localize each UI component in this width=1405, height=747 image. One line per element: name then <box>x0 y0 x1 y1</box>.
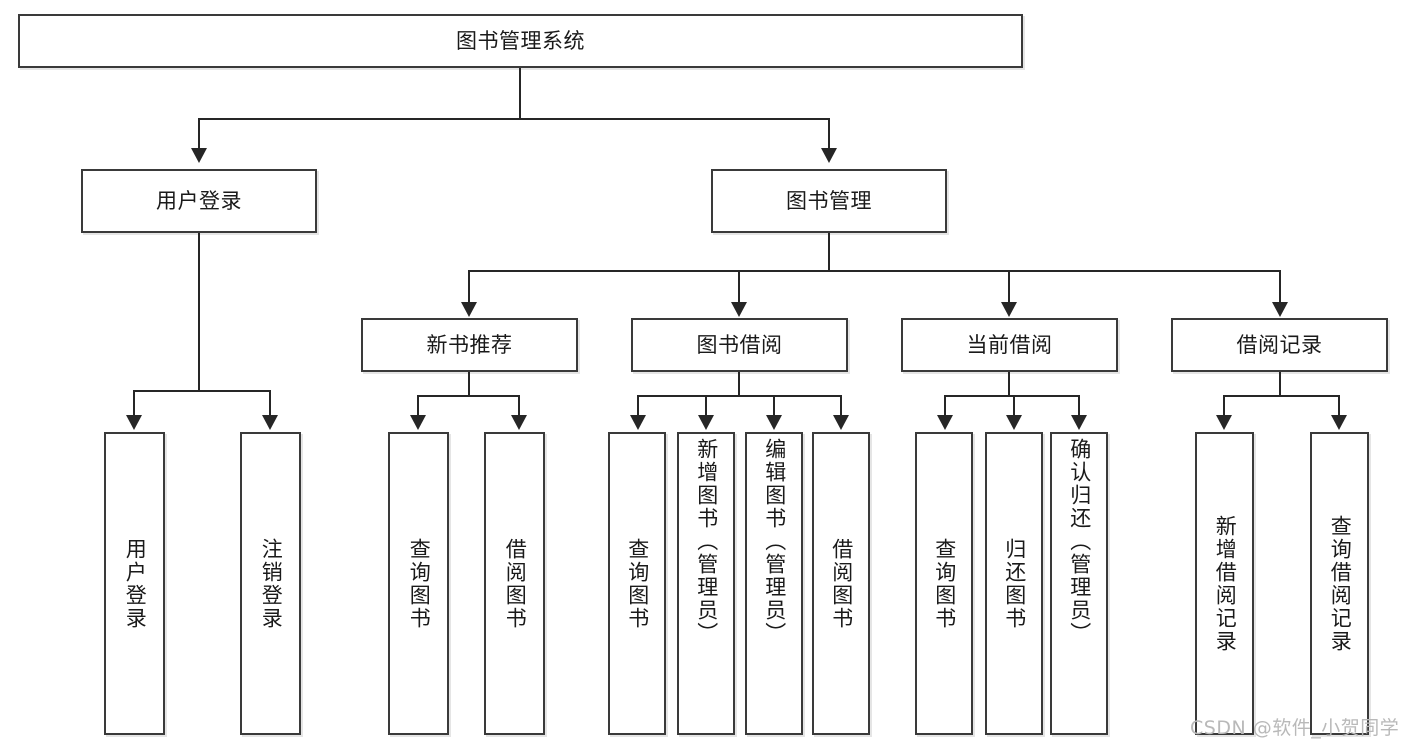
node-book-management[interactable]: 图书管理 <box>711 169 947 233</box>
connector-new-book-drop-1 <box>417 395 419 415</box>
leaf-label: 借阅图书 <box>829 537 854 630</box>
leaf-label: 借阅图书 <box>503 537 528 630</box>
leaf-label: 查询图书 <box>932 537 957 630</box>
node-user-login[interactable]: 用户登录 <box>81 169 317 233</box>
connector-current-borrow-stem <box>1008 372 1010 395</box>
node-label: 当前借阅 <box>966 332 1053 357</box>
connector-user-login-drop-2 <box>269 390 271 415</box>
connector-current-borrow-bus <box>944 395 1079 397</box>
leaf-label: 新增图书（管理员） <box>694 438 719 645</box>
connector-user-login-drop-1 <box>133 390 135 415</box>
node-borrow-record[interactable]: 借阅记录 <box>1171 318 1388 372</box>
leaf-logout[interactable]: 注销登录 <box>240 432 301 735</box>
connector-br-drop-2 <box>1338 395 1340 415</box>
connector-user-login-stem <box>198 233 200 390</box>
connector-to-book-borrow <box>738 270 740 302</box>
connector-user-login-bus <box>133 390 269 392</box>
connector-bb-drop-3 <box>773 395 775 415</box>
arrowhead-borrow-record <box>1272 302 1288 317</box>
connector-cb-drop-3 <box>1078 395 1080 415</box>
node-new-book-recommend[interactable]: 新书推荐 <box>361 318 578 372</box>
arrowhead-book-borrow <box>731 302 747 317</box>
node-book-borrow[interactable]: 图书借阅 <box>631 318 848 372</box>
leaf-add-borrow-record[interactable]: 新增借阅记录 <box>1195 432 1254 735</box>
connector-root-to-user-login <box>198 118 200 148</box>
connector-new-book-drop-2 <box>518 395 520 415</box>
connector-borrow-record-stem <box>1279 372 1281 395</box>
leaf-borrow-book[interactable]: 借阅图书 <box>812 432 870 735</box>
leaf-label: 编辑图书（管理员） <box>762 438 787 645</box>
connector-level3-bus <box>468 270 1281 272</box>
arrowhead-user-login <box>191 148 207 163</box>
leaf-label: 查询图书 <box>407 537 432 630</box>
arrowhead-cb-leaf-1 <box>937 415 953 430</box>
node-root-book-management-system[interactable]: 图书管理系统 <box>18 14 1023 68</box>
connector-root-to-book-management <box>828 118 830 148</box>
arrowhead-leaf-user-login <box>126 415 142 430</box>
node-label: 图书借阅 <box>696 332 783 357</box>
leaf-add-book-admin[interactable]: 新增图书（管理员） <box>677 432 735 735</box>
leaf-label: 查询借阅记录 <box>1328 514 1353 653</box>
arrowhead-cb-leaf-2 <box>1006 415 1022 430</box>
leaf-label: 注销登录 <box>259 537 284 630</box>
connector-cb-drop-2 <box>1013 395 1015 415</box>
csdn-watermark: CSDN @软件_小贺同学 <box>1190 717 1400 739</box>
arrowhead-book-management <box>821 148 837 163</box>
connector-root-stem <box>519 68 521 118</box>
leaf-edit-book-admin[interactable]: 编辑图书（管理员） <box>745 432 803 735</box>
node-label: 图书管理系统 <box>456 28 585 53</box>
leaf-borrow-book-new[interactable]: 借阅图书 <box>484 432 545 735</box>
arrowhead-new-book-recommend <box>461 302 477 317</box>
leaf-label: 新增借阅记录 <box>1213 514 1238 653</box>
arrowhead-cb-leaf-3 <box>1071 415 1087 430</box>
connector-br-drop-1 <box>1223 395 1225 415</box>
node-current-borrow[interactable]: 当前借阅 <box>901 318 1118 372</box>
connector-to-current-borrow <box>1008 270 1010 302</box>
connector-borrow-record-bus <box>1223 395 1340 397</box>
connector-cb-drop-1 <box>944 395 946 415</box>
connector-to-new-book <box>468 270 470 302</box>
arrowhead-bb-leaf-4 <box>833 415 849 430</box>
connector-bb-drop-2 <box>705 395 707 415</box>
arrowhead-bb-leaf-1 <box>630 415 646 430</box>
leaf-label: 用户登录 <box>123 537 148 630</box>
connector-bb-drop-4 <box>840 395 842 415</box>
node-label: 借阅记录 <box>1236 332 1323 357</box>
arrowhead-nb-leaf-1 <box>410 415 426 430</box>
node-label: 图书管理 <box>786 188 872 213</box>
leaf-confirm-return-admin[interactable]: 确认归还（管理员） <box>1050 432 1108 735</box>
connector-new-book-bus <box>417 395 520 397</box>
node-label: 新书推荐 <box>426 332 513 357</box>
arrowhead-current-borrow <box>1001 302 1017 317</box>
arrowhead-br-leaf-1 <box>1216 415 1232 430</box>
connector-bb-drop-1 <box>637 395 639 415</box>
arrowhead-bb-leaf-2 <box>698 415 714 430</box>
leaf-label: 归还图书 <box>1002 537 1027 630</box>
leaf-label: 确认归还（管理员） <box>1067 438 1092 645</box>
leaf-query-book-borrow[interactable]: 查询图书 <box>608 432 666 735</box>
connector-book-borrow-stem <box>738 372 740 395</box>
node-label: 用户登录 <box>156 188 242 213</box>
leaf-query-book-new[interactable]: 查询图书 <box>388 432 449 735</box>
connector-book-borrow-bus <box>637 395 842 397</box>
arrowhead-nb-leaf-2 <box>511 415 527 430</box>
leaf-user-login[interactable]: 用户登录 <box>104 432 165 735</box>
connector-book-management-stem <box>828 233 830 270</box>
leaf-label: 查询图书 <box>625 537 650 630</box>
leaf-query-borrow-record[interactable]: 查询借阅记录 <box>1310 432 1369 735</box>
arrowhead-br-leaf-2 <box>1331 415 1347 430</box>
connector-root-bus <box>198 118 830 120</box>
arrowhead-leaf-logout <box>262 415 278 430</box>
connector-new-book-stem <box>468 372 470 395</box>
leaf-query-book-current[interactable]: 查询图书 <box>915 432 973 735</box>
arrowhead-bb-leaf-3 <box>766 415 782 430</box>
leaf-return-book[interactable]: 归还图书 <box>985 432 1043 735</box>
connector-to-borrow-record <box>1279 270 1281 302</box>
